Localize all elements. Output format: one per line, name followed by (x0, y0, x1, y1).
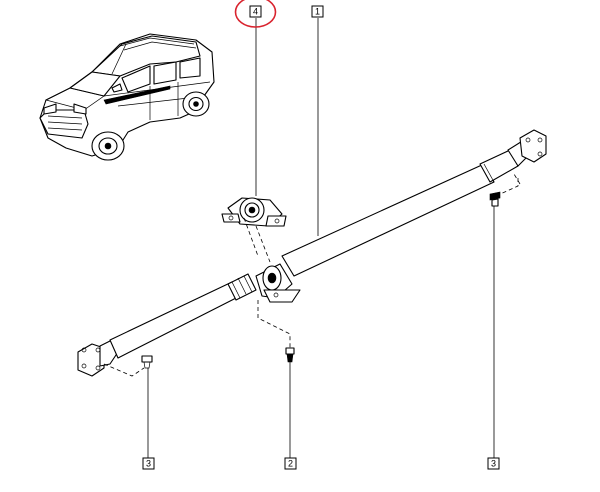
alignment-lines (103, 173, 521, 377)
bolt-part-3-left (141, 355, 153, 369)
bolt-part-3-right (489, 191, 501, 207)
callout-1-label: 1 (315, 7, 320, 17)
vehicle-illustration (39, 33, 215, 161)
callout-2-label: 2 (288, 459, 293, 469)
center-bearing-part (221, 197, 287, 227)
callout-1: 1 (311, 5, 324, 18)
callout-3-left: 3 (142, 457, 155, 470)
leader-lines (147, 18, 495, 458)
bolt-part-2 (285, 347, 295, 363)
callout-3-right-label: 3 (491, 459, 496, 469)
callout-4: 4 (249, 5, 262, 18)
callout-4-label: 4 (253, 7, 258, 17)
propeller-shaft (77, 129, 547, 377)
callout-2: 2 (284, 457, 297, 470)
callout-3-right: 3 (487, 457, 500, 470)
callout-3-left-label: 3 (146, 459, 151, 469)
highlight-circle (234, 0, 277, 28)
